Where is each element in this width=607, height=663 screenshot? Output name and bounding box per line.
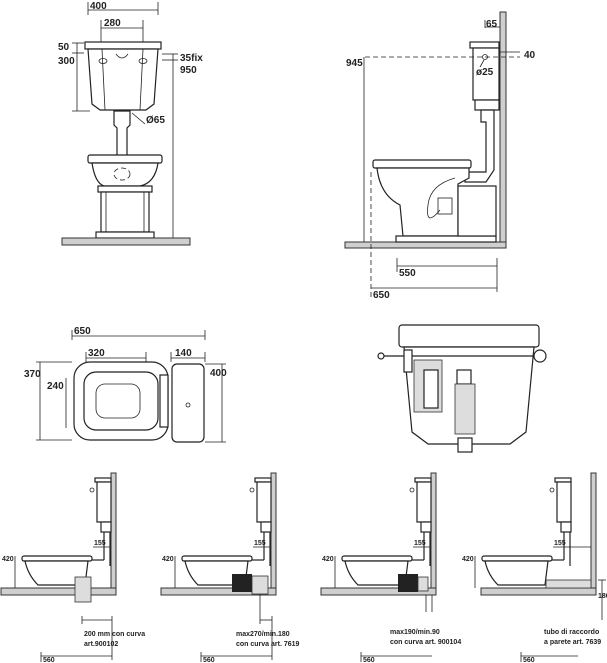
variant-note: max270/min.180 bbox=[236, 631, 290, 638]
dim-pipe-diameter: Ø65 bbox=[146, 115, 165, 126]
dim-inlet-offset: 40 bbox=[524, 50, 536, 61]
variant-4: 155 420 180 tubo di raccordo a parete ar… bbox=[462, 472, 607, 663]
dim-width: 400 bbox=[90, 1, 107, 12]
dim-seat-height: 420 bbox=[462, 556, 474, 563]
variant-article: art.900102 bbox=[84, 641, 118, 648]
side-view: 65 40 ø25 945 550 650 bbox=[344, 11, 536, 301]
dim-projection: 560 bbox=[523, 657, 535, 663]
dim-projection: 560 bbox=[203, 657, 215, 663]
tank-section-view bbox=[377, 324, 547, 453]
variant-article: con curva art. 7619 bbox=[236, 641, 300, 648]
variant-note: tubo di raccordo bbox=[544, 629, 599, 636]
dim-seat-height: 420 bbox=[162, 556, 174, 563]
dim-top-offset: 50 bbox=[58, 42, 70, 53]
dim-tank-height: 300 bbox=[58, 56, 75, 67]
dim-offset: 155 bbox=[554, 540, 566, 547]
variant-article: a parete art. 7639 bbox=[544, 639, 601, 646]
dim-bowl-projection: 550 bbox=[399, 268, 416, 279]
variant-3: 155 420 max190/min.90 con curva art. 900… bbox=[320, 472, 461, 663]
dim-bowl-width: 370 bbox=[24, 369, 41, 380]
dim-offset: 155 bbox=[94, 540, 106, 547]
dim-projection: 560 bbox=[363, 657, 375, 663]
dim-outlet-height: 180 bbox=[598, 593, 607, 600]
installation-variants: 155 420 200 mm con curva art.900102 560 … bbox=[0, 472, 607, 663]
dim-total-length: 650 bbox=[74, 326, 91, 337]
dim-inlet-diameter: ø25 bbox=[476, 67, 494, 78]
dim-seat-width: 240 bbox=[47, 381, 64, 392]
dim-inlet-height: 945 bbox=[346, 58, 363, 69]
dim-seat-height: 420 bbox=[322, 556, 334, 563]
dim-offset: 155 bbox=[254, 540, 266, 547]
dim-seat-height: 420 bbox=[2, 556, 14, 563]
dim-tank-depth: 65 bbox=[486, 19, 498, 30]
dim-total-projection: 650 bbox=[373, 290, 390, 301]
variant-note: 200 mm con curva bbox=[84, 631, 145, 638]
dim-projection: 560 bbox=[43, 657, 55, 663]
variant-note: max190/min.90 bbox=[390, 629, 440, 636]
variant-article: con curva art. 900104 bbox=[390, 639, 461, 646]
front-view: 400 280 50 300 35fix 950 Ø65 bbox=[58, 1, 203, 246]
dim-fix-offset: 35fix bbox=[180, 53, 203, 64]
dim-inner-width: 280 bbox=[104, 18, 121, 29]
dim-bowl-inner: 320 bbox=[88, 348, 105, 359]
dim-tank-depth-plan: 140 bbox=[175, 348, 192, 359]
dim-offset: 155 bbox=[414, 540, 426, 547]
dim-fix-height: 950 bbox=[180, 65, 197, 76]
variant-1: 155 420 200 mm con curva art.900102 560 bbox=[0, 472, 145, 663]
dim-tank-width: 400 bbox=[210, 368, 227, 379]
plan-view: 650 320 140 370 240 400 bbox=[24, 326, 227, 443]
variant-2: 155 420 max270/min.180 con curva art. 76… bbox=[160, 472, 300, 663]
